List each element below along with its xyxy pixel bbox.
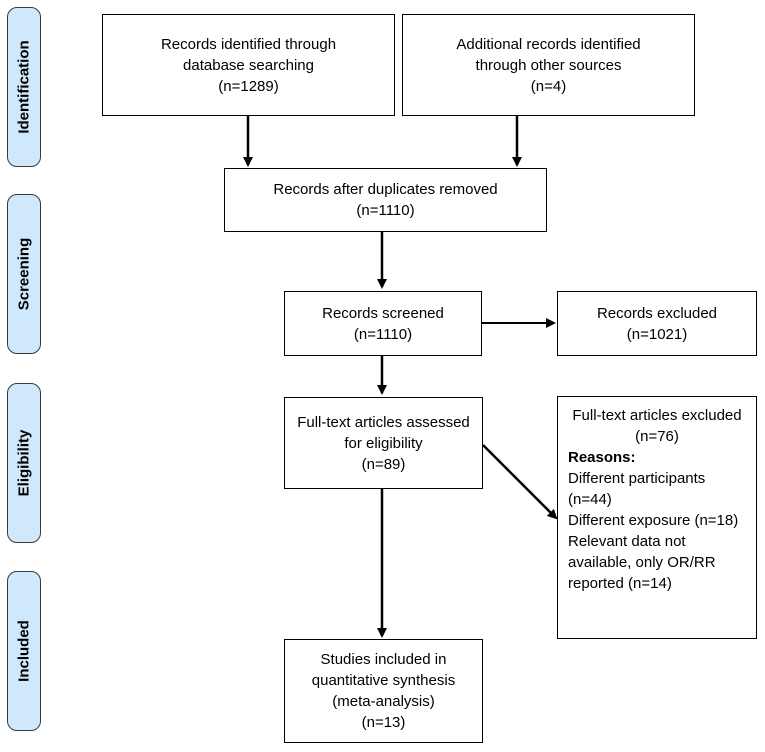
reason-line: reported (n=14) [568, 575, 672, 592]
box-excluded-count: (n=1021) [626, 325, 688, 343]
box-database-count: (n=1289) [218, 77, 279, 95]
phase-screening: Screening [7, 194, 41, 354]
reason-line: available, only OR/RR [568, 554, 716, 571]
reason-line: Different participants [568, 470, 706, 487]
box-included-line-1: Studies included in [320, 651, 447, 668]
box-fulltext-assessed: Full-text articles assessed for eligibil… [284, 397, 483, 489]
box-fulltext-excluded: Full-text articles excluded (n=76) Reaso… [557, 396, 757, 639]
box-screened-line-1: Records screened [322, 304, 444, 322]
box-other-sources: Additional records identified through ot… [402, 14, 695, 116]
box-fulltext-line-1: Full-text articles assessed [297, 413, 470, 431]
box-records-excluded: Records excluded (n=1021) [557, 291, 757, 356]
box-other-count: (n=4) [530, 77, 567, 95]
box-database-line-1: Records identified through [160, 35, 337, 53]
box-excluded-line-1: Records excluded [596, 304, 718, 322]
box-database-records: Records identified through database sear… [102, 14, 395, 116]
phase-identification: Identification [7, 7, 41, 167]
box-fulltext-excluded-count: (n=76) [635, 428, 679, 445]
box-duplicates-count: (n=1110) [356, 202, 415, 219]
box-records-screened: Records screened (n=1110) [284, 291, 482, 356]
box-other-line-1: Additional records identified [456, 35, 641, 53]
box-fulltext-excluded-title: Full-text articles excluded [572, 407, 742, 424]
box-database-line-2: database searching [183, 56, 314, 74]
box-duplicates-removed: Records after duplicates removed (n=1110… [224, 168, 547, 232]
reason-line: (n=44) [568, 491, 612, 508]
box-other-line-2: through other sources [475, 56, 622, 74]
box-duplicates-line-1: Records after duplicates removed [273, 181, 498, 198]
box-included-count: (n=13) [361, 714, 406, 731]
box-fulltext-count: (n=89) [361, 455, 406, 473]
phase-included: Included [7, 571, 41, 731]
box-fulltext-line-2: for eligibility [344, 434, 423, 452]
box-included-line-2: quantitative synthesis [311, 672, 456, 689]
box-studies-included: Studies included in quantitative synthes… [284, 639, 483, 743]
phase-eligibility: Eligibility [7, 383, 41, 543]
reason-line: Relevant data not [568, 533, 686, 550]
box-included-line-3: (meta-analysis) [332, 693, 435, 710]
reasons-heading: Reasons: [568, 449, 636, 466]
reason-line: Different exposure (n=18) [568, 512, 739, 529]
arrow-fulltext-to-fulltext-excluded [482, 444, 558, 520]
box-screened-count: (n=1110) [353, 325, 413, 343]
